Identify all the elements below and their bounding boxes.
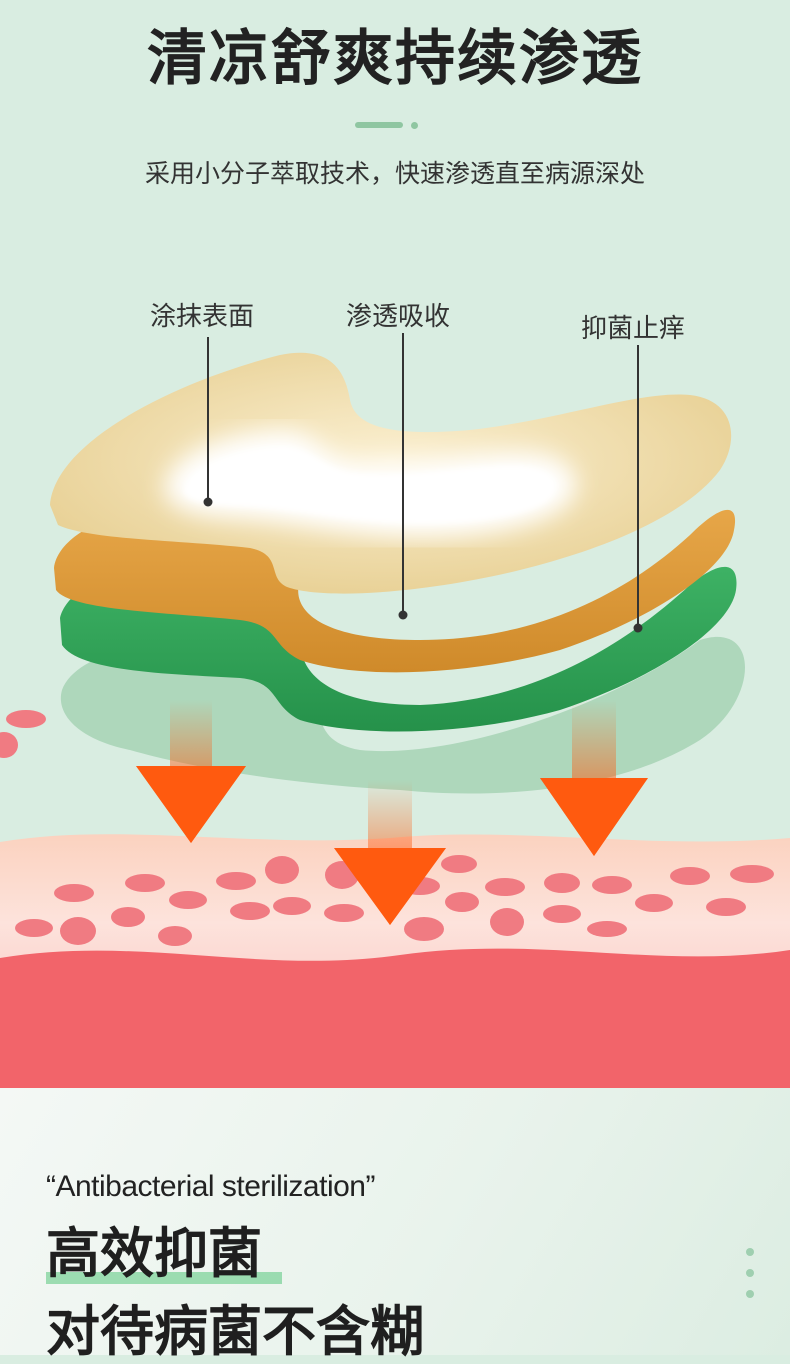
- title-divider-dot: [411, 122, 418, 129]
- page-title: 清凉舒爽持续渗透: [147, 24, 643, 94]
- pager-dot: [746, 1269, 754, 1277]
- label-antibacterial: 抑菌止痒: [581, 314, 686, 344]
- label-pointers: [203, 333, 643, 633]
- section-subtitle: 对待病菌不含糊: [46, 1300, 424, 1363]
- title-highlight: [46, 1272, 282, 1284]
- floating-dots: [0, 710, 46, 758]
- pager-dot: [746, 1290, 754, 1298]
- penetration-arrows: [136, 700, 648, 925]
- skin-cells: [15, 855, 774, 946]
- title-divider: [355, 122, 403, 128]
- pager-dot: [746, 1248, 754, 1256]
- label-surface: 涂抹表面: [150, 302, 255, 332]
- section-quote: “Antibacterial sterilization”: [46, 1170, 375, 1203]
- label-absorb: 渗透吸收: [346, 302, 451, 332]
- penetration-illustration: [0, 333, 790, 1088]
- section-antibacterial: “Antibacterial sterilization” 高效抑菌 对待病菌不…: [0, 1088, 790, 1363]
- section-title: 高效抑菌: [46, 1222, 262, 1285]
- page-subtitle: 采用小分子萃取技术，快速渗透直至病源深处: [144, 159, 645, 188]
